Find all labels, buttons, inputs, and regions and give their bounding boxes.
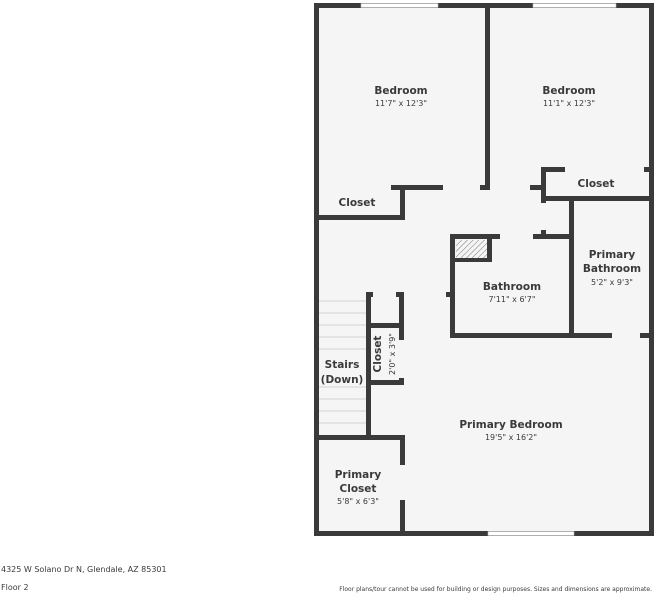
room-name: Bathroom [583,263,641,275]
floor-label: Floor 2 [1,583,29,592]
room-dimensions: 2'0" x 3'9" [388,333,397,375]
chute-hatch [456,240,487,258]
room-name: Primary [589,249,636,261]
window [487,531,575,536]
room-name: Closet [340,483,377,495]
floor-area [314,3,654,536]
room-name: Stairs [325,359,360,371]
stairs [319,300,366,424]
room-name: Bathroom [483,281,541,293]
room-name: Bedroom [542,85,595,97]
room-name: Closet [372,336,384,373]
outer-walls [314,3,654,536]
disclaimer: Floor plans/tour cannot be used for buil… [339,586,652,593]
property-address: 4325 W Solano Dr N, Glendale, AZ 85301 [1,565,167,574]
room-dimensions: 19'5" x 16'2" [485,433,537,442]
interior-walls [314,3,654,536]
room-dimensions: 7'11" x 6'7" [488,295,535,304]
window [532,3,617,8]
room-name: Primary Bedroom [459,419,562,431]
room-name: Closet [339,197,376,209]
room-name: Primary [335,469,382,481]
room-name: Bedroom [374,85,427,97]
room-dimensions: 5'8" x 6'3" [337,497,379,506]
room-name: Closet [578,178,615,190]
room-dimensions: 5'2" x 9'3" [591,278,633,287]
room-dimensions: 11'1" x 12'3" [543,99,595,108]
window [360,3,439,8]
room-name: (Down) [321,374,364,386]
room-dimensions: 11'7" x 12'3" [375,99,427,108]
